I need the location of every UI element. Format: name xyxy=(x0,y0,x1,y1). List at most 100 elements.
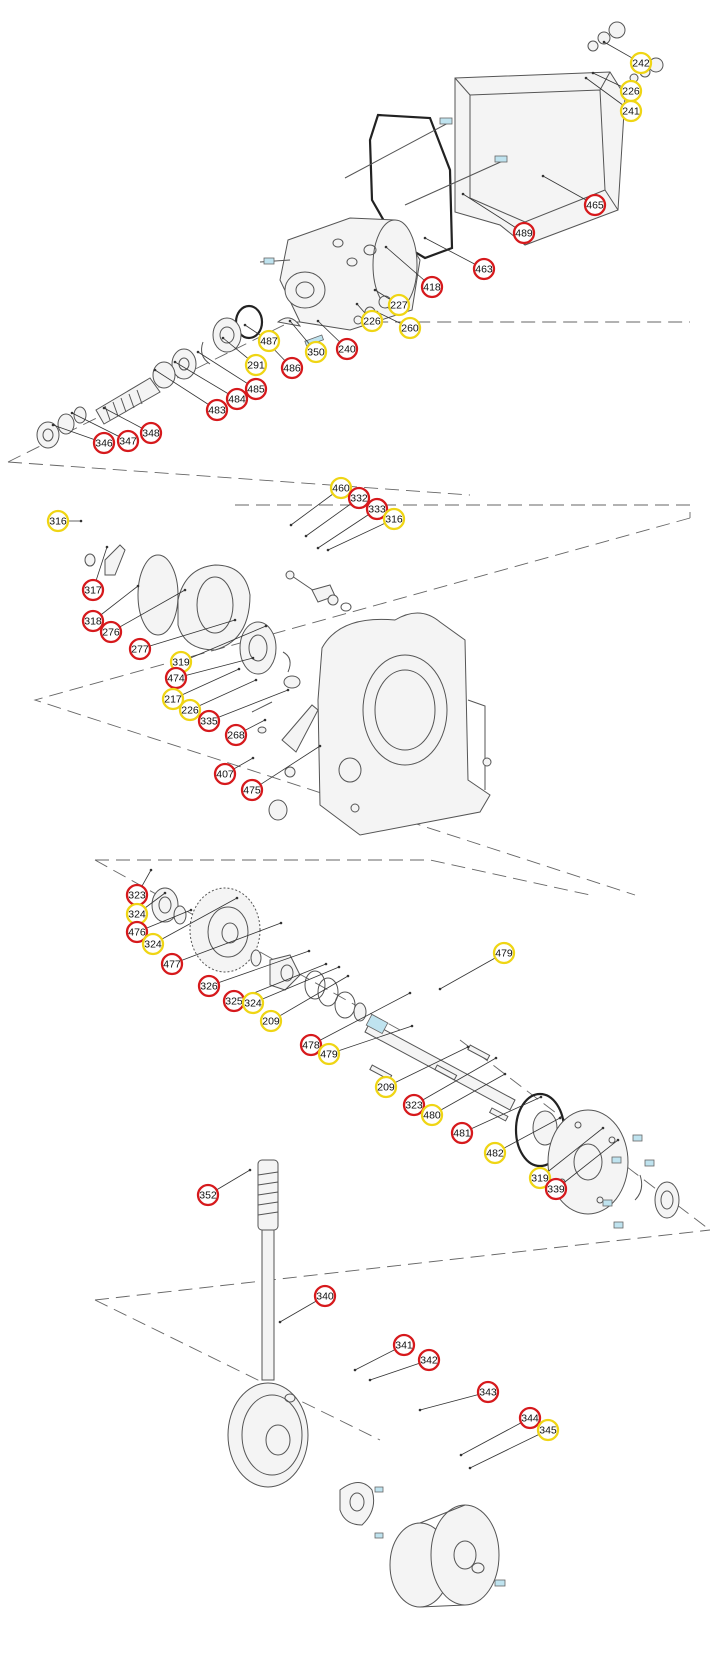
part-callout-339[interactable]: 339 xyxy=(544,1177,568,1201)
callout-label: 341 xyxy=(395,1340,413,1352)
leader-endpoint xyxy=(183,588,187,592)
part-callout-345[interactable]: 345 xyxy=(536,1418,560,1442)
part-callout-318[interactable]: 318 xyxy=(81,609,105,633)
part-callout-487[interactable]: 487 xyxy=(257,329,281,353)
part-callout-476[interactable]: 476 xyxy=(125,920,149,944)
part-callout-344[interactable]: 344 xyxy=(518,1406,542,1430)
part-callout-209[interactable]: 209 xyxy=(374,1075,398,1099)
part-callout-317[interactable]: 317 xyxy=(81,578,105,602)
callout-label: 345 xyxy=(539,1425,557,1437)
part-callout-474[interactable]: 474 xyxy=(164,666,188,690)
part-callout-343[interactable]: 343 xyxy=(476,1380,500,1404)
callout-label: 352 xyxy=(199,1190,217,1202)
part-callout-484[interactable]: 484 xyxy=(225,387,249,411)
part-callout-324[interactable]: 324 xyxy=(241,991,265,1015)
leader-endpoint xyxy=(196,350,200,354)
part-callout-316[interactable]: 316 xyxy=(46,509,70,533)
callout-circle xyxy=(128,637,152,661)
leader-endpoint xyxy=(289,523,293,527)
callout-label: 463 xyxy=(475,264,493,276)
leader-endpoint xyxy=(459,1453,463,1457)
leader-endpoint xyxy=(438,987,442,991)
part-callout-479[interactable]: 479 xyxy=(317,1042,341,1066)
part-callout-326[interactable]: 326 xyxy=(197,974,221,998)
callout-label: 339 xyxy=(547,1184,565,1196)
leader-endpoint xyxy=(461,192,465,196)
part-callout-276[interactable]: 276 xyxy=(99,620,123,644)
part-callout-340[interactable]: 340 xyxy=(313,1284,337,1308)
part-callout-226[interactable]: 226 xyxy=(178,698,202,722)
part-callout-475[interactable]: 475 xyxy=(240,778,264,802)
callout-circle xyxy=(304,340,328,364)
part-callout-260[interactable]: 260 xyxy=(398,316,422,340)
part-callout-291[interactable]: 291 xyxy=(244,353,268,377)
part-callout-241[interactable]: 241 xyxy=(619,99,643,123)
part-callout-332[interactable]: 332 xyxy=(347,486,371,510)
callout-label: 325 xyxy=(225,996,243,1008)
part-callout-478[interactable]: 478 xyxy=(299,1033,323,1057)
part-callout-268[interactable]: 268 xyxy=(224,723,248,747)
part-callout-477[interactable]: 477 xyxy=(160,952,184,976)
callout-leader xyxy=(208,950,310,987)
part-callout-346[interactable]: 346 xyxy=(92,431,116,455)
callout-circle xyxy=(116,429,140,453)
part-callout-325[interactable]: 325 xyxy=(222,989,246,1013)
leader-endpoint xyxy=(233,618,237,622)
callout-label: 418 xyxy=(423,282,441,294)
leader-endpoint xyxy=(286,688,290,692)
callout-label: 226 xyxy=(622,86,640,98)
part-callout-350[interactable]: 350 xyxy=(304,340,328,364)
callout-circle xyxy=(398,316,422,340)
part-callout-341[interactable]: 341 xyxy=(392,1333,416,1357)
callout-circle xyxy=(244,353,268,377)
callout-circle xyxy=(360,309,384,333)
leader-endpoint xyxy=(539,1095,543,1099)
leader-endpoint xyxy=(584,76,588,80)
part-callout-209[interactable]: 209 xyxy=(259,1009,283,1033)
leader-endpoint xyxy=(410,1024,414,1028)
callout-label: 316 xyxy=(49,516,67,528)
part-callout-348[interactable]: 348 xyxy=(139,421,163,445)
callout-leader xyxy=(385,1046,469,1088)
part-callout-319[interactable]: 319 xyxy=(528,1166,552,1190)
callout-label: 319 xyxy=(531,1173,549,1185)
part-callout-483[interactable]: 483 xyxy=(205,398,229,422)
part-callout-277[interactable]: 277 xyxy=(128,637,152,661)
part-callout-323[interactable]: 323 xyxy=(402,1093,426,1117)
part-callout-316[interactable]: 316 xyxy=(382,507,406,531)
part-callout-481[interactable]: 481 xyxy=(450,1121,474,1145)
part-callout-463[interactable]: 463 xyxy=(472,257,496,281)
part-callout-479[interactable]: 479 xyxy=(492,941,516,965)
part-callout-342[interactable]: 342 xyxy=(417,1348,441,1372)
callout-label: 316 xyxy=(385,514,403,526)
part-callout-324[interactable]: 324 xyxy=(125,902,149,926)
part-callout-240[interactable]: 240 xyxy=(335,337,359,361)
part-callout-352[interactable]: 352 xyxy=(196,1183,220,1207)
part-callout-482[interactable]: 482 xyxy=(483,1141,507,1165)
part-callout-242[interactable]: 242 xyxy=(629,51,653,75)
part-callout-333[interactable]: 333 xyxy=(365,497,389,521)
part-callout-335[interactable]: 335 xyxy=(197,709,221,733)
part-callout-226[interactable]: 226 xyxy=(619,79,643,103)
part-callout-227[interactable]: 227 xyxy=(387,293,411,317)
part-callout-489[interactable]: 489 xyxy=(512,221,536,245)
part-callout-480[interactable]: 480 xyxy=(420,1103,444,1127)
part-callout-407[interactable]: 407 xyxy=(213,762,237,786)
part-callout-347[interactable]: 347 xyxy=(116,429,140,453)
callout-label: 276 xyxy=(102,627,120,639)
callout-circle xyxy=(240,778,264,802)
part-callout-465[interactable]: 465 xyxy=(583,193,607,217)
part-callout-324[interactable]: 324 xyxy=(141,932,165,956)
callout-label: 277 xyxy=(131,644,149,656)
part-callout-217[interactable]: 217 xyxy=(161,687,185,711)
part-callout-418[interactable]: 418 xyxy=(420,275,444,299)
callout-label: 319 xyxy=(172,657,190,669)
part-callout-485[interactable]: 485 xyxy=(244,377,268,401)
callout-circle xyxy=(81,578,105,602)
callout-label: 476 xyxy=(128,927,146,939)
part-callout-226[interactable]: 226 xyxy=(360,309,384,333)
part-callout-460[interactable]: 460 xyxy=(329,476,353,500)
part-callout-486[interactable]: 486 xyxy=(280,356,304,380)
part-callout-323[interactable]: 323 xyxy=(125,883,149,907)
